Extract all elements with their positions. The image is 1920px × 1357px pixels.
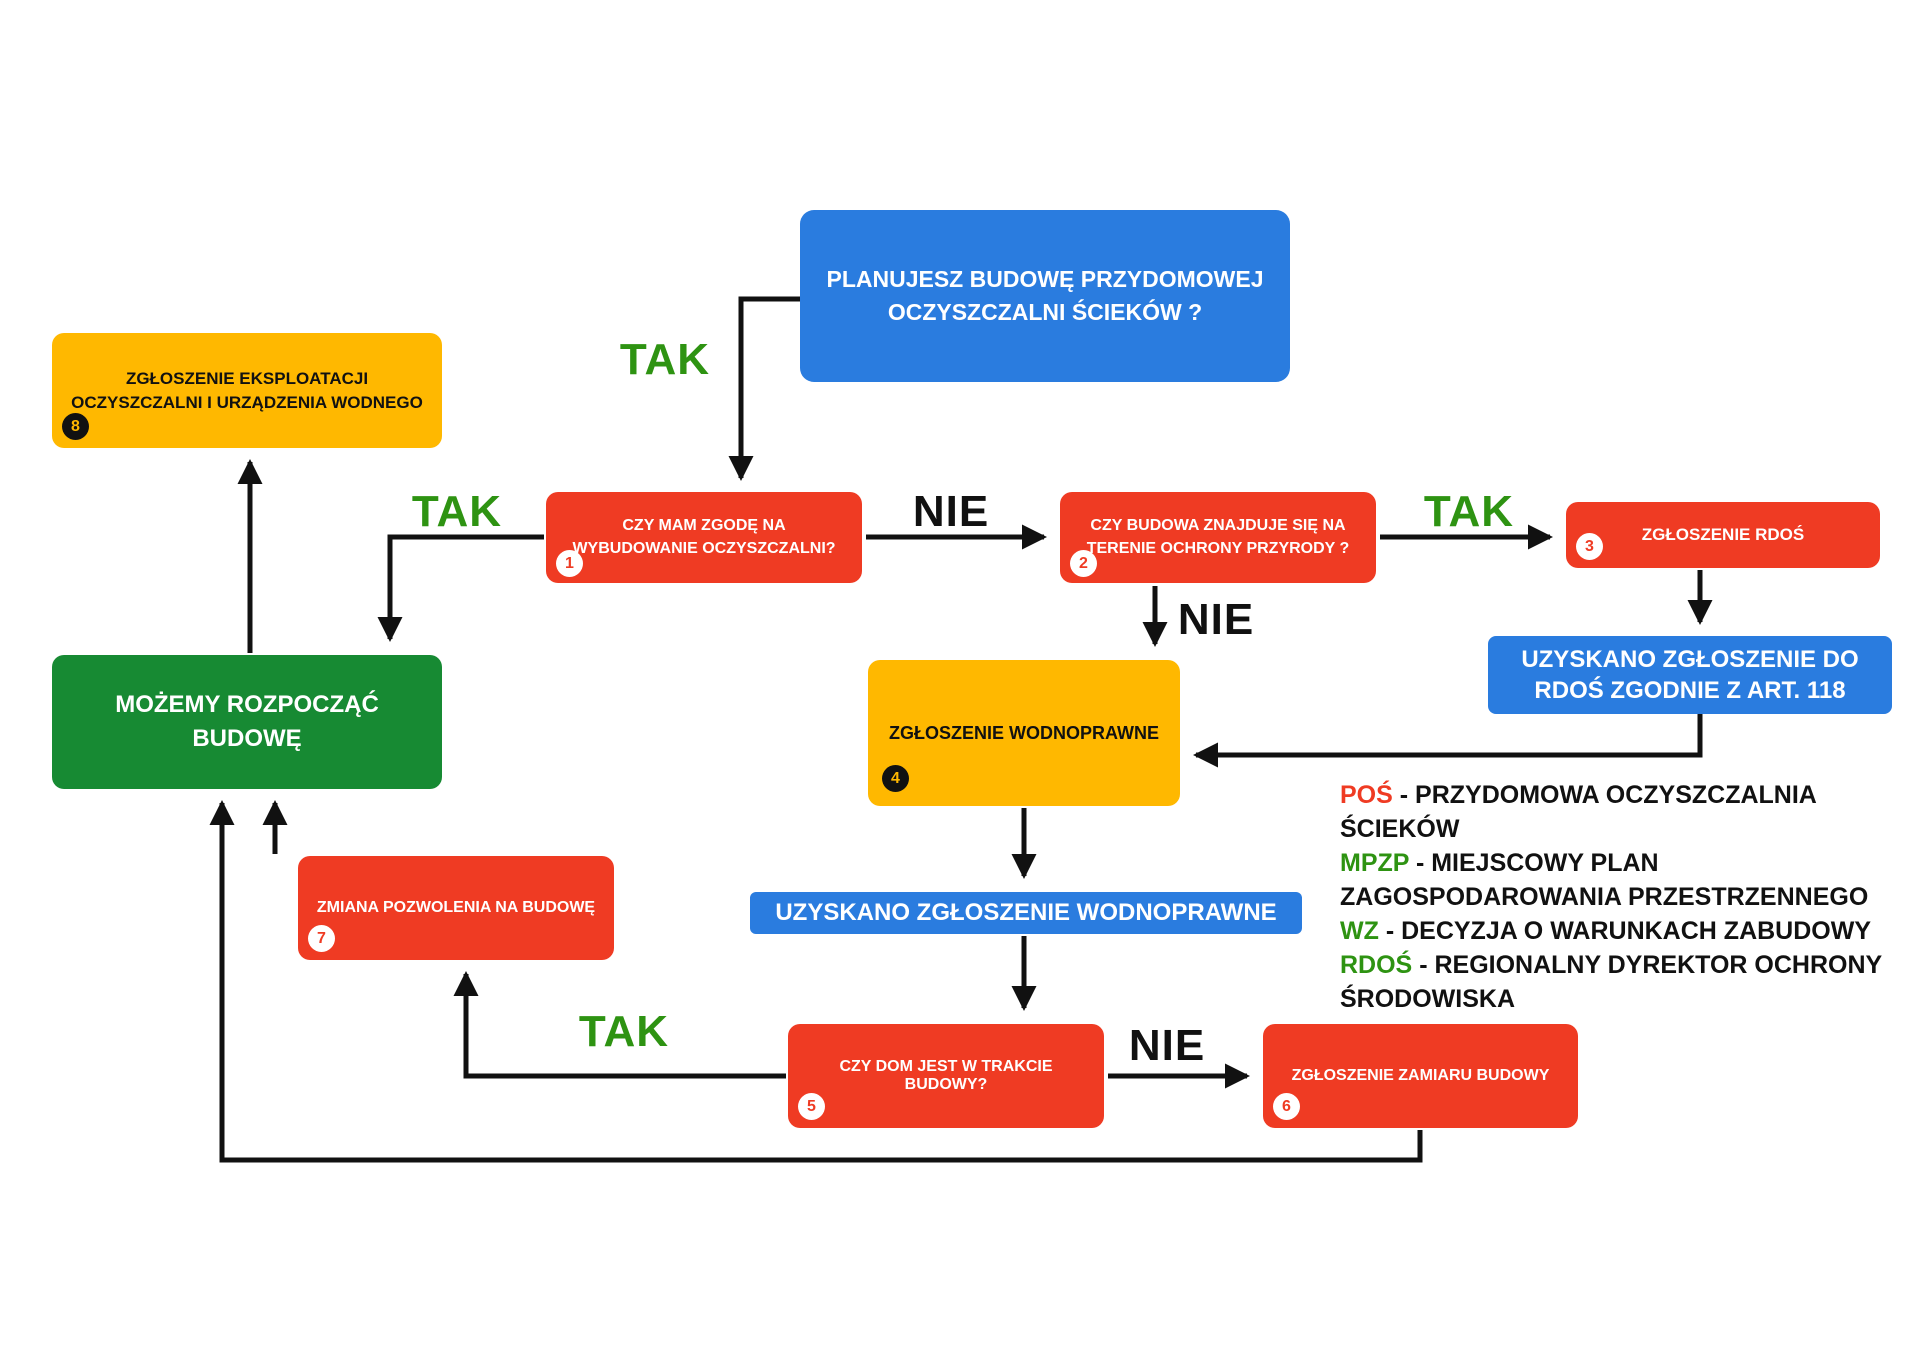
node-label: UZYSKANO ZGŁOSZENIE WODNOPRAWNE bbox=[775, 899, 1277, 926]
node-label: CZY DOM JEST W TRAKCIE BUDOWY? bbox=[839, 1058, 1053, 1093]
node-6-zgloszenie-zamiaru-budowy: ZGŁOSZENIE ZAMIARU BUDOWY 6 bbox=[1263, 1024, 1578, 1128]
node-1-zgoda-question: CZY MAM ZGODĘ NA WYBUDOWANIE OCZYSZCZALN… bbox=[546, 492, 862, 583]
node-label: UZYSKANO ZGŁOSZENIE DO RDOŚ ZGODNIE Z AR… bbox=[1521, 645, 1859, 704]
edge-label-tak-5-7: TAK bbox=[578, 1007, 670, 1056]
node-7-zmiana-pozwolenia: ZMIANA POZWOLENIA NA BUDOWĘ 7 bbox=[298, 856, 614, 960]
legend-item-rdos: RDOŚ - REGIONALNY DYREKTOR OCHRONY ŚRODO… bbox=[1340, 948, 1915, 1016]
step-number-badge: 2 bbox=[1070, 550, 1097, 577]
node-label: ZGŁOSZENIE ZAMIARU BUDOWY bbox=[1291, 1067, 1550, 1084]
node-label: ZGŁOSZENIE RDOŚ bbox=[1641, 525, 1805, 544]
step-number-badge: 5 bbox=[798, 1093, 825, 1120]
node-2-teren-ochrony-question: CZY BUDOWA ZNAJDUJE SIĘ NA TERENIE OCHRO… bbox=[1060, 492, 1376, 583]
node-start-question: PLANUJESZ BUDOWĘ PRZYDOMOWEJ OCZYSZCZALN… bbox=[800, 210, 1290, 382]
step-number-badge: 3 bbox=[1576, 533, 1603, 560]
legend-definition: - REGIONALNY DYREKTOR OCHRONY ŚRODOWISKA bbox=[1340, 951, 1882, 1013]
node-label: ZGŁOSZENIE EKSPLOATACJI OCZYSZCZALNI I U… bbox=[71, 368, 423, 412]
node-label: ZMIANA POZWOLENIA NA BUDOWĘ bbox=[316, 898, 596, 916]
edge-label-tak-2-3: TAK bbox=[1423, 487, 1515, 536]
node-8-zgloszenie-eksploatacji: ZGŁOSZENIE EKSPLOATACJI OCZYSZCZALNI I U… bbox=[52, 333, 442, 448]
legend-definition: - MIEJSCOWY PLAN ZAGOSPODAROWANIA PRZEST… bbox=[1340, 849, 1869, 911]
step-number-badge: 8 bbox=[62, 413, 89, 440]
node-mozemy-rozpoczac-budowe: MOŻEMY ROZPOCZĄĆ BUDOWĘ bbox=[52, 655, 442, 789]
node-label: CZY BUDOWA ZNAJDUJE SIĘ NA TERENIE OCHRO… bbox=[1086, 517, 1350, 557]
edge-label-tak-start: TAK bbox=[619, 335, 711, 384]
arrow-1-to-go bbox=[377, 534, 544, 642]
edge-label-tak-1-go: TAK bbox=[411, 487, 503, 536]
legend: POŚ - PRZYDOMOWA OCZYSZCZALNIA ŚCIEKÓW M… bbox=[1340, 778, 1915, 1016]
legend-abbr: POŚ bbox=[1340, 781, 1393, 809]
legend-definition: - PRZYDOMOWA OCZYSZCZALNIA ŚCIEKÓW bbox=[1340, 781, 1816, 843]
node-3-zgloszenie-rdos: ZGŁOSZENIE RDOŚ 3 bbox=[1566, 502, 1880, 568]
arrow-start-to-1 bbox=[728, 296, 800, 481]
node-uzyskano-zgloszenie-wodnoprawne: UZYSKANO ZGŁOSZENIE WODNOPRAWNE bbox=[750, 892, 1302, 934]
step-number-badge: 7 bbox=[308, 925, 335, 952]
legend-item-mpzp: MPZP - MIEJSCOWY PLAN ZAGOSPODAROWANIA P… bbox=[1340, 846, 1915, 914]
node-5-dom-w-trakcie-budowy-question: CZY DOM JEST W TRAKCIE BUDOWY? 5 bbox=[788, 1024, 1104, 1128]
step-number-badge: 6 bbox=[1273, 1093, 1300, 1120]
node-label: CZY MAM ZGODĘ NA WYBUDOWANIE OCZYSZCZALN… bbox=[572, 517, 836, 557]
edge-label-nie-1-2: NIE bbox=[912, 487, 990, 536]
legend-item-wz: WZ - DECYZJA O WARUNKACH ZABUDOWY bbox=[1340, 914, 1915, 948]
step-number-badge: 1 bbox=[556, 550, 583, 577]
legend-definition: - DECYZJA O WARUNKACH ZABUDOWY bbox=[1385, 917, 1871, 945]
legend-abbr: WZ bbox=[1340, 917, 1379, 945]
edge-label-nie-2-4: NIE bbox=[1177, 595, 1255, 644]
node-label: PLANUJESZ BUDOWĘ PRZYDOMOWEJ OCZYSZCZALN… bbox=[826, 265, 1264, 325]
legend-abbr: MPZP bbox=[1340, 849, 1409, 877]
legend-item-pos: POŚ - PRZYDOMOWA OCZYSZCZALNIA ŚCIEKÓW bbox=[1340, 778, 1915, 846]
node-4-zgloszenie-wodnoprawne: ZGŁOSZENIE WODNOPRAWNE 4 bbox=[868, 660, 1180, 806]
legend-abbr: RDOŚ bbox=[1340, 951, 1413, 979]
node-uzyskano-zgloszenie-rdos: UZYSKANO ZGŁOSZENIE DO RDOŚ ZGODNIE Z AR… bbox=[1488, 636, 1892, 714]
edge-label-nie-5-6: NIE bbox=[1128, 1021, 1206, 1070]
arrow-rdos-ok-to-4 bbox=[1193, 714, 1703, 768]
step-number-badge: 4 bbox=[882, 765, 909, 792]
node-label: ZGŁOSZENIE WODNOPRAWNE bbox=[889, 722, 1159, 743]
node-label: MOŻEMY ROZPOCZĄĆ BUDOWĘ bbox=[115, 691, 379, 752]
